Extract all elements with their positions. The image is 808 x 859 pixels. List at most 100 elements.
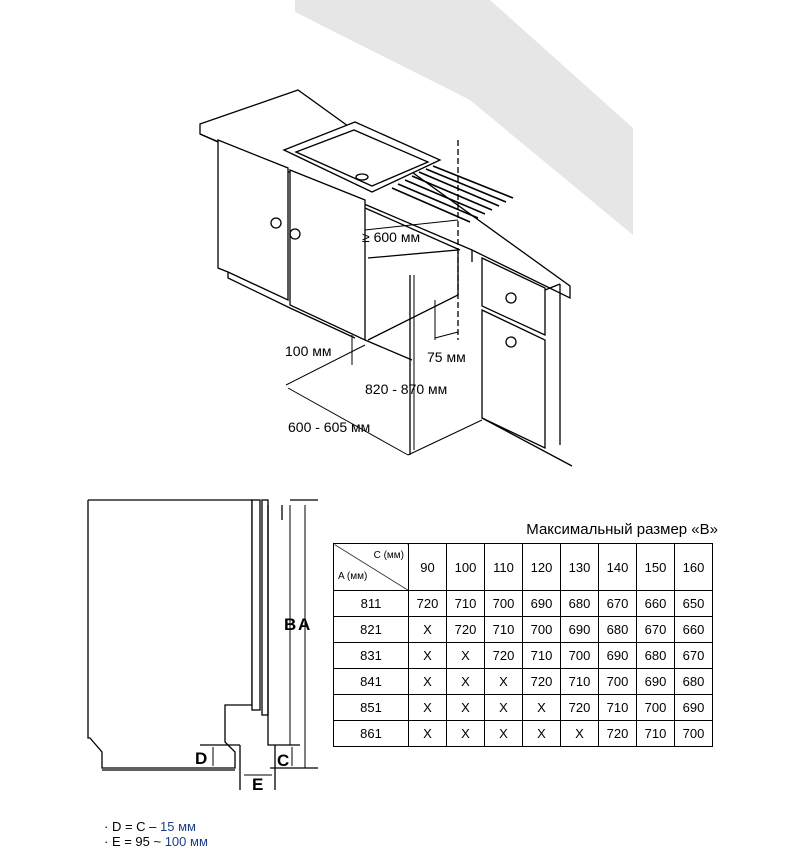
b-value-cell: 720	[446, 616, 485, 643]
b-value-cell: 720	[408, 590, 447, 617]
b-value-cell: 680	[674, 668, 713, 695]
sink	[282, 121, 514, 223]
table-title: Максимальный размер «В»	[526, 521, 718, 538]
note-d-value: 15 мм	[160, 819, 196, 834]
column-header: 90	[408, 543, 447, 591]
b-value-cell: X	[484, 720, 523, 747]
label-b: B	[284, 615, 296, 634]
column-header: 120	[522, 543, 561, 591]
b-value-cell: 700	[484, 590, 523, 617]
row-a-value: 811	[333, 590, 409, 617]
b-value-cell: 700	[598, 668, 637, 695]
b-value-cell: 690	[522, 590, 561, 617]
b-value-cell: X	[522, 694, 561, 721]
dishwasher-niche	[364, 140, 461, 455]
row-a-value: 861	[333, 720, 409, 747]
label-d: D	[195, 749, 207, 768]
b-value-cell: 690	[674, 694, 713, 721]
note-d: · D = C – 15 мм	[104, 819, 208, 834]
column-header: 100	[446, 543, 485, 591]
b-value-cell: X	[484, 668, 523, 695]
label-e: E	[252, 775, 263, 794]
note-d-formula: · D = C –	[104, 819, 160, 834]
b-value-cell: X	[408, 720, 447, 747]
b-value-cell: 680	[636, 642, 675, 669]
b-value-cell: X	[408, 668, 447, 695]
label-niche-depth: 600 - 605 мм	[288, 419, 370, 435]
column-header: 160	[674, 543, 713, 591]
b-value-cell: 700	[674, 720, 713, 747]
b-value-cell: X	[408, 616, 447, 643]
b-value-cell: 700	[636, 694, 675, 721]
row-a-value: 821	[333, 616, 409, 643]
b-value-cell: 710	[560, 668, 599, 695]
b-value-cell: 710	[636, 720, 675, 747]
b-value-cell: 670	[598, 590, 637, 617]
label-depth-clearance: ≥ 600 мм	[362, 229, 420, 245]
b-value-cell: 650	[674, 590, 713, 617]
corner-c-label: C (мм)	[373, 550, 404, 561]
b-value-cell: 720	[522, 668, 561, 695]
notes: · D = C – 15 мм · E = 95 ~ 100 мм	[104, 819, 208, 849]
b-value-cell: 680	[560, 590, 599, 617]
dimension-lines	[285, 219, 483, 456]
right-cabinet	[481, 256, 573, 467]
label-rear-gap: 75 мм	[427, 349, 466, 365]
label-niche-height: 820 - 870 мм	[365, 381, 447, 397]
note-e-value: 100 мм	[164, 834, 208, 849]
b-value-cell: X	[484, 694, 523, 721]
b-value-cell: 710	[598, 694, 637, 721]
wall	[295, 0, 633, 235]
note-e: · E = 95 ~ 100 мм	[104, 834, 208, 849]
b-value-cell: 720	[560, 694, 599, 721]
b-value-cell: 710	[522, 642, 561, 669]
side-dimension-lines	[212, 505, 306, 776]
b-value-cell: X	[446, 642, 485, 669]
corner-a-label: A (мм)	[338, 571, 368, 582]
b-value-cell: 720	[598, 720, 637, 747]
b-value-cell: 720	[484, 642, 523, 669]
b-value-cell: 690	[560, 616, 599, 643]
b-value-cell: 700	[522, 616, 561, 643]
b-value-cell: 670	[636, 616, 675, 643]
b-value-cell: 710	[484, 616, 523, 643]
column-header: 140	[598, 543, 637, 591]
column-header: 110	[484, 543, 523, 591]
b-value-cell: 700	[560, 642, 599, 669]
side-view	[87, 499, 318, 790]
b-value-cell: 710	[446, 590, 485, 617]
b-value-cell: 660	[674, 616, 713, 643]
b-value-cell: 690	[598, 642, 637, 669]
b-value-cell: X	[408, 694, 447, 721]
b-value-cell: X	[446, 694, 485, 721]
b-value-cell: X	[446, 668, 485, 695]
row-a-value: 831	[333, 642, 409, 669]
row-a-value: 851	[333, 694, 409, 721]
corner-cell: C (мм) A (мм)	[333, 543, 409, 591]
column-header: 130	[560, 543, 599, 591]
countertop	[199, 89, 571, 300]
b-value-cell: 670	[674, 642, 713, 669]
label-a: A	[298, 615, 310, 634]
label-plinth-height: 100 мм	[285, 343, 332, 359]
b-value-cell: 660	[636, 590, 675, 617]
row-a-value: 841	[333, 668, 409, 695]
b-value-cell: X	[522, 720, 561, 747]
b-value-cell: X	[560, 720, 599, 747]
b-value-cell: 690	[636, 668, 675, 695]
max-size-table: C (мм) A (мм) 90 100 110 120 130 140 150…	[333, 543, 713, 747]
label-c: C	[277, 751, 289, 770]
b-value-cell: X	[446, 720, 485, 747]
note-e-formula: · E = 95 ~	[104, 834, 165, 849]
column-header: 150	[636, 543, 675, 591]
table-header-row: C (мм) A (мм) 90 100 110 120 130 140 150…	[333, 543, 713, 591]
left-cabinet	[217, 139, 366, 342]
b-value-cell: 680	[598, 616, 637, 643]
b-value-cell: X	[408, 642, 447, 669]
